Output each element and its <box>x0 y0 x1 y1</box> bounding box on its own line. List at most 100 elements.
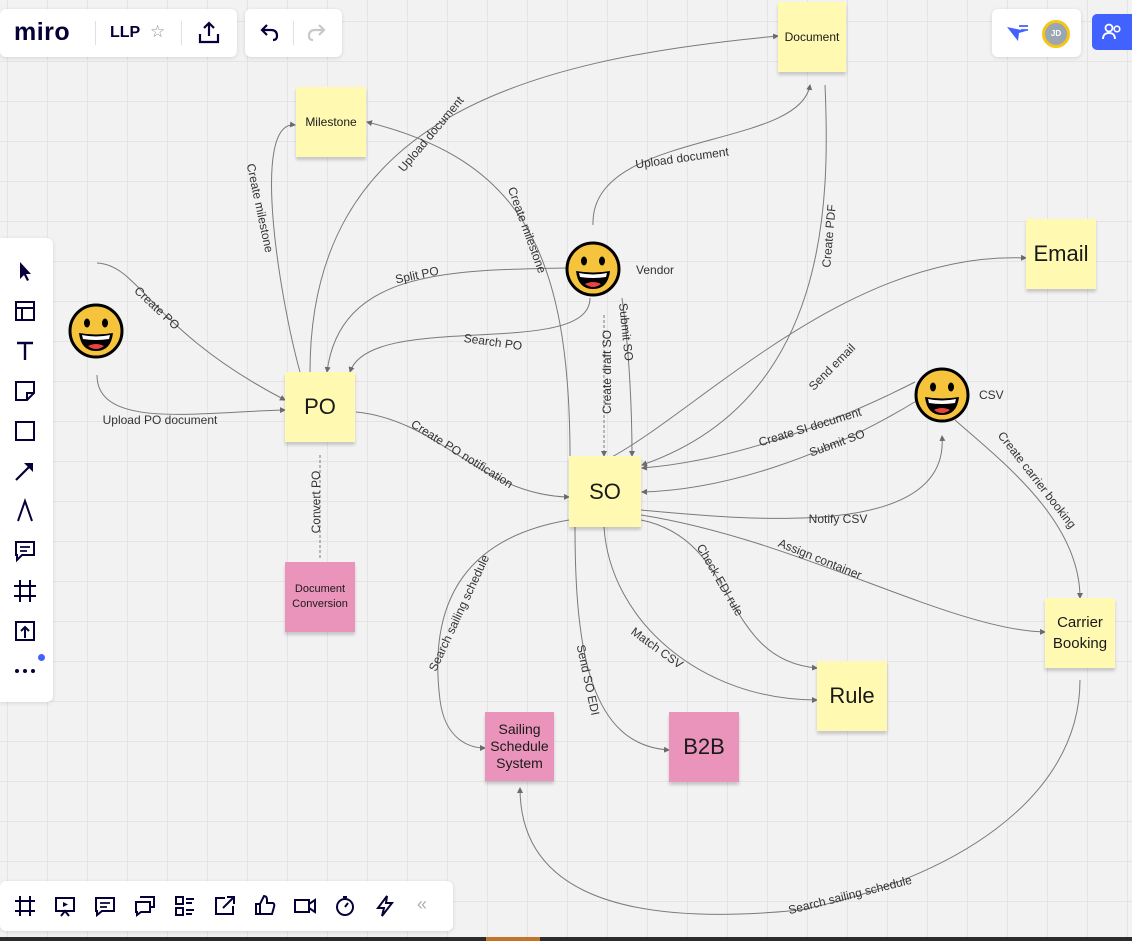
undo-redo-panel <box>245 9 342 57</box>
label-create-po: Create PO <box>131 284 182 333</box>
taskbar-strip <box>0 937 1132 941</box>
sticky-email-text: Email <box>1033 241 1089 266</box>
pen-icon[interactable] <box>12 498 38 524</box>
shape-icon[interactable] <box>12 418 38 444</box>
share-button[interactable] <box>1092 14 1132 50</box>
connector-create-milestone-po <box>271 121 301 373</box>
upload-icon[interactable] <box>12 618 38 644</box>
csv-label: CSV <box>979 388 1004 402</box>
csv-emoji-icon[interactable] <box>913 366 971 424</box>
connector-upload-po-document <box>96 374 286 415</box>
sticky-document-text: Document <box>784 30 840 44</box>
export-icon[interactable] <box>196 20 222 46</box>
connector-create-si-document <box>641 381 916 471</box>
label-search-po: Search PO <box>463 331 523 353</box>
activity-icon[interactable] <box>373 894 397 918</box>
label-create-draft-so: Create draft SO <box>600 330 614 414</box>
vendor-label: Vendor <box>636 263 675 277</box>
chat-icon[interactable] <box>133 894 157 918</box>
voting-icon[interactable] <box>253 894 277 918</box>
sticky-b2b[interactable]: B2B <box>669 712 739 782</box>
connector-create-po-notification <box>355 411 570 500</box>
label-search-sailing-schedule-so: Search sailing schedule <box>426 552 492 673</box>
sticky-document-conversion[interactable]: Document Conversion <box>285 562 355 632</box>
connector-submit-so-csv <box>641 399 919 495</box>
connection-line-icon[interactable] <box>12 458 38 484</box>
label-check-edi-rule: Check EDI rule <box>694 542 747 619</box>
undo-icon[interactable] <box>257 21 281 45</box>
people-icon <box>1102 23 1121 40</box>
comments-icon[interactable] <box>93 894 117 918</box>
sticky-sailing-schedule-text: Sailing Schedule System <box>490 721 549 771</box>
sticky-rule[interactable]: Rule <box>817 661 887 731</box>
label-search-sailing-schedule-cb: Search sailing schedule <box>787 873 914 917</box>
screen-share-icon[interactable] <box>213 894 237 918</box>
sticky-milestone-text: Milestone <box>305 115 357 129</box>
connector-create-po <box>96 262 286 401</box>
frame-icon[interactable] <box>12 578 38 604</box>
label-notify-csv: Notify CSV <box>809 512 868 526</box>
connector-assign-container <box>640 514 1046 635</box>
card-list-icon[interactable] <box>173 894 197 918</box>
redo-icon[interactable] <box>305 21 329 45</box>
star-icon[interactable]: ☆ <box>150 22 166 41</box>
sticky-sailing-schedule-system[interactable]: Sailing Schedule System <box>485 712 554 781</box>
collapse-toolbar-button[interactable]: « <box>417 894 428 914</box>
divider <box>293 21 294 45</box>
customer-emoji-icon[interactable] <box>67 302 125 360</box>
vendor-emoji-icon[interactable] <box>564 240 622 298</box>
label-create-milestone-so: Create milestone <box>505 185 549 275</box>
sticky-b2b-text: B2B <box>683 734 725 759</box>
label-submit-so-vendor: Submit SO <box>616 302 636 361</box>
frames-icon[interactable] <box>13 894 37 918</box>
user-avatar[interactable]: JD <box>1042 20 1070 48</box>
sticky-po-text: PO <box>304 394 336 419</box>
connector-check-edi-rule <box>640 519 818 671</box>
label-create-po-notification: Create PO notification <box>409 417 516 491</box>
sticky-so[interactable]: SO <box>569 456 641 527</box>
connector-create-pdf <box>641 84 827 467</box>
bottom-toolbar: « <box>0 881 453 931</box>
presentation-icon[interactable] <box>53 894 77 918</box>
text-icon[interactable] <box>12 338 38 364</box>
connector-search-sailing-schedule-so <box>437 519 570 751</box>
comment-icon[interactable] <box>12 538 38 564</box>
label-send-so-edi: Send SO EDI <box>574 643 603 716</box>
sticky-email[interactable]: Email <box>1026 219 1096 289</box>
timer-icon[interactable] <box>333 894 357 918</box>
sticky-milestone[interactable]: Milestone <box>296 87 366 157</box>
label-assign-container: Assign container <box>776 536 864 582</box>
miro-logo[interactable]: miro <box>14 18 71 46</box>
connector-notify-csv <box>640 435 946 519</box>
sticky-doc-conversion-text: Document Conversion <box>292 583 348 610</box>
sticky-po[interactable]: PO <box>285 372 355 442</box>
board-header: miro LLP ☆ <box>0 9 237 57</box>
reactions-cursor-icon[interactable] <box>1004 21 1030 47</box>
taskbar-accent <box>486 937 540 941</box>
sticky-note-icon[interactable] <box>12 378 38 404</box>
connector-search-po <box>348 297 591 373</box>
label-upload-document-vendor: Upload document <box>634 144 730 171</box>
label-create-carrier-booking: Create carrier booking <box>995 429 1079 531</box>
sticky-carrier-booking[interactable]: Carrier Booking <box>1045 598 1115 668</box>
sticky-rule-text: Rule <box>829 683 875 708</box>
label-split-po: Split PO <box>394 264 440 287</box>
divider <box>95 21 96 45</box>
sticky-carrier-booking-text: Carrier Booking <box>1052 614 1108 652</box>
more-icon[interactable] <box>12 658 38 684</box>
connector-create-milestone-so <box>366 120 571 459</box>
notification-dot <box>38 654 45 661</box>
board-name[interactable]: LLP <box>110 24 141 41</box>
connector-submit-so-vendor <box>621 297 635 457</box>
label-create-pdf: Create PDF <box>819 204 838 268</box>
left-toolbar <box>0 238 53 702</box>
select-cursor-icon[interactable] <box>12 258 38 284</box>
label-convert-po: Convert PO <box>309 471 323 534</box>
templates-icon[interactable] <box>12 298 38 324</box>
connector-search-sailing-schedule-cb <box>517 679 1081 915</box>
video-call-icon[interactable] <box>293 894 317 918</box>
connector-match-csv <box>603 526 818 703</box>
divider <box>181 21 182 45</box>
sticky-document[interactable]: Document <box>778 2 846 72</box>
